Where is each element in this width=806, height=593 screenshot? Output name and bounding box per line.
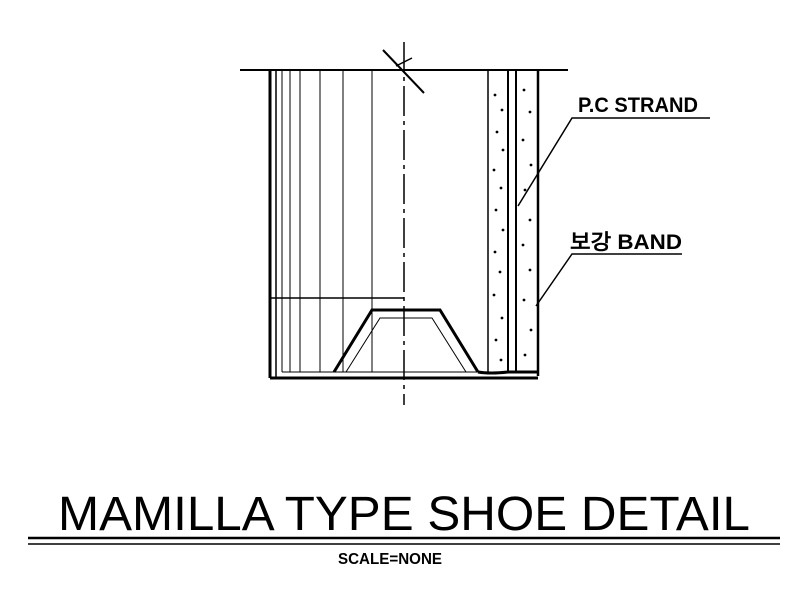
title-underline xyxy=(28,536,780,545)
drawing-title: MAMILLA TYPE SHOE DETAIL xyxy=(58,488,750,541)
scale-note: SCALE=NONE xyxy=(338,551,442,568)
band-leader xyxy=(535,253,682,307)
mamilla-shoe xyxy=(332,308,538,375)
strand-label: P.C STRAND xyxy=(578,94,698,117)
strand-leader xyxy=(517,117,710,207)
concrete-fill xyxy=(492,88,533,362)
center-line xyxy=(382,42,425,405)
band-label: 보강 BAND xyxy=(570,231,682,254)
